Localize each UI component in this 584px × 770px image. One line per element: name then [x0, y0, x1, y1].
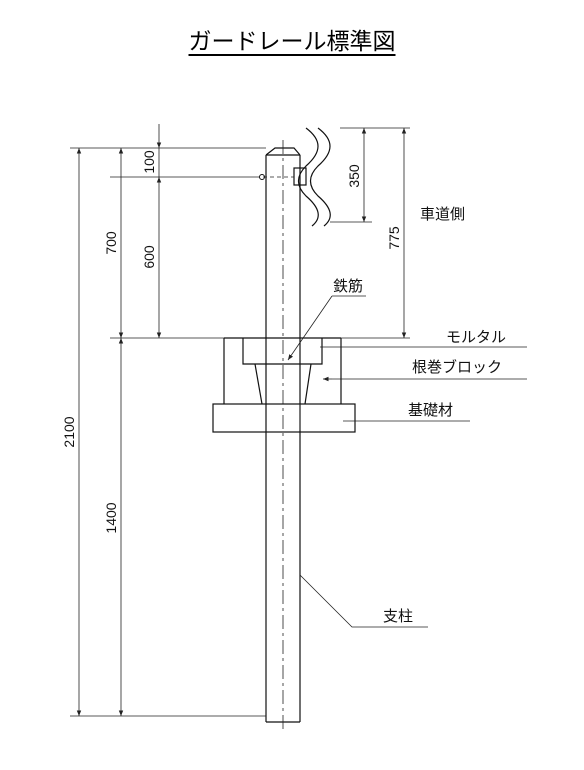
rail-bracket	[256, 167, 307, 186]
post	[265, 140, 301, 730]
diagram-title: ガードレール標準図	[0, 22, 584, 56]
label-foundation: 基礎材	[408, 401, 453, 419]
label-rebar: 鉄筋	[333, 277, 363, 295]
dim-total-height: 2100	[61, 416, 77, 447]
post-cap	[265, 147, 301, 156]
dim-top-offset: 100	[141, 150, 157, 174]
label-root-block: 根巻ブロック	[412, 358, 502, 376]
dim-below-ground: 1400	[103, 502, 119, 533]
label-post: 支柱	[383, 607, 413, 625]
dim-above-ground: 700	[103, 231, 119, 255]
root-block	[223, 337, 342, 405]
dim-rail-top-to-ground: 775	[386, 226, 402, 250]
label-road-side: 車道側	[420, 205, 465, 223]
dim-bracket-to-ground: 600	[141, 245, 157, 269]
label-mortar: モルタル	[446, 328, 506, 346]
foundation	[212, 403, 356, 433]
diagram-title-text: ガードレール標準図	[188, 29, 396, 55]
dim-rail-height: 350	[346, 164, 362, 188]
guard-rail	[297, 127, 319, 227]
